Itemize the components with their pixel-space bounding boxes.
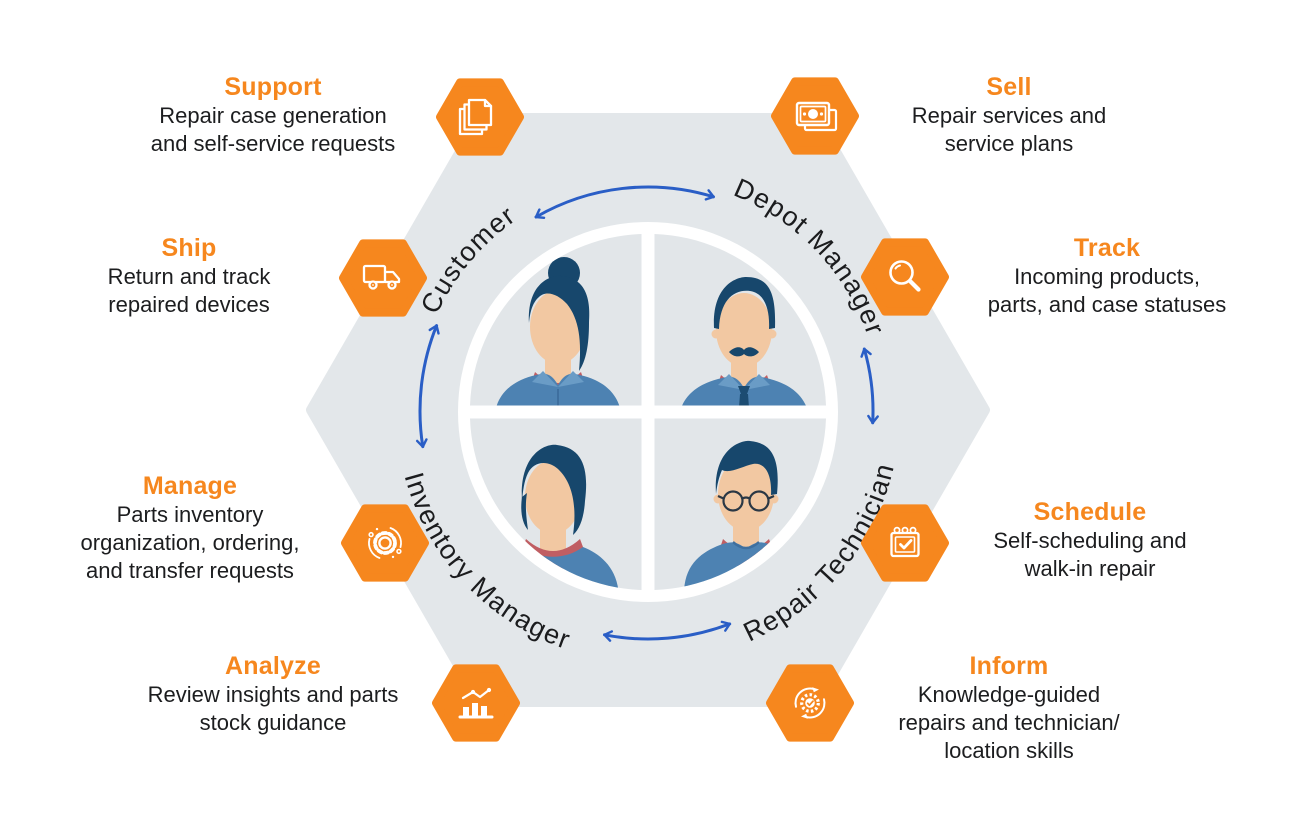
- feature-desc-line: Repair case generation: [159, 103, 387, 128]
- feature-title-schedule: Schedule: [1033, 498, 1147, 526]
- feature-track: Track Incoming products, parts, and case…: [988, 233, 1226, 319]
- feature-title-track: Track: [1073, 234, 1141, 262]
- feature-desc-line: organization, ordering,: [80, 530, 300, 555]
- feature-desc-line: repaired devices: [108, 292, 270, 317]
- cycle-arrow-right: [860, 347, 879, 425]
- feature-desc-line: Parts inventory: [116, 502, 264, 527]
- cycle-arrow-left: [415, 324, 440, 449]
- feature-desc-line: Return and track: [107, 264, 271, 289]
- feature-title-manage: Manage: [142, 472, 238, 500]
- feature-desc-line: Repair services and: [911, 103, 1107, 128]
- feature-inform: Inform Knowledge-guided repairs and tech…: [898, 651, 1119, 765]
- cycle-arrow-top: [534, 185, 715, 220]
- woman-bun-avatar: [494, 257, 622, 406]
- feature-desc-line: Self-scheduling and: [993, 528, 1187, 553]
- track-hexagon: [861, 238, 949, 316]
- sell-hexagon: [771, 77, 859, 155]
- feature-title-sell: Sell: [986, 73, 1032, 101]
- feature-title-analyze: Analyze: [225, 652, 321, 680]
- feature-desc-line: Knowledge-guided: [917, 682, 1101, 707]
- magnifier-icon: [889, 260, 921, 292]
- feature-title-ship: Ship: [161, 234, 217, 262]
- certified-refresh-icon: [794, 687, 826, 719]
- feature-desc-line: parts, and case statuses: [987, 292, 1227, 317]
- feature-desc-line: walk-in repair: [1024, 556, 1156, 581]
- feature-desc-line: and transfer requests: [86, 558, 294, 583]
- feature-title-inform: Inform: [969, 652, 1049, 680]
- truck-icon: [362, 264, 401, 290]
- manage-hexagon: [341, 504, 429, 582]
- feature-desc-line: and self-service requests: [150, 131, 396, 156]
- bar-chart-icon: [458, 687, 494, 719]
- feature-support: Support Repair case generation and self-…: [151, 72, 396, 158]
- support-hexagon: [436, 78, 524, 156]
- feature-sell: Sell Repair services and service plans: [912, 72, 1106, 158]
- feature-ship: Ship Return and track repaired devices: [108, 233, 271, 319]
- money-icon: [795, 101, 838, 132]
- feature-desc-line: location skills: [944, 738, 1074, 763]
- documents-icon: [458, 98, 493, 136]
- feature-desc-line: Review insights and parts: [147, 682, 399, 707]
- feature-desc-line: stock guidance: [199, 710, 347, 735]
- inform-hexagon: [766, 664, 854, 742]
- cycle-arrow-bottom: [603, 620, 732, 642]
- analyze-hexagon: [432, 664, 520, 742]
- schedule-hexagon: [861, 504, 949, 582]
- feature-desc-line: repairs and technician/: [898, 710, 1120, 735]
- glasses: [717, 490, 775, 512]
- feature-manage: Manage Parts inventory organization, ord…: [81, 471, 300, 585]
- feature-analyze: Analyze Review insights and parts stock …: [148, 651, 399, 737]
- feature-schedule: Schedule Self-scheduling and walk-in rep…: [993, 497, 1186, 583]
- feature-title-support: Support: [224, 73, 322, 101]
- gear-network-icon: [368, 527, 402, 559]
- feature-desc-line: service plans: [944, 131, 1074, 156]
- calendar-check-icon: [890, 526, 920, 558]
- man-mustache-avatar: [678, 277, 810, 406]
- center-circle: [458, 222, 838, 602]
- feature-desc-line: Incoming products,: [1014, 264, 1200, 289]
- ship-hexagon: [339, 239, 427, 317]
